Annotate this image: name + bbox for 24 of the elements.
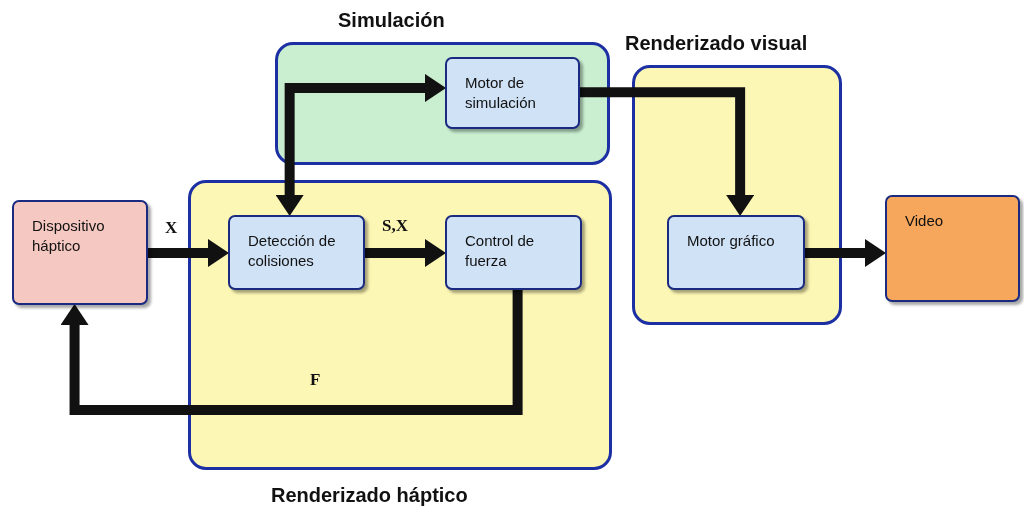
arrow (275, 73, 446, 216)
box-label: Control de fuerza (465, 231, 536, 271)
group-heading: Renderizado visual (625, 32, 808, 55)
arrow (580, 87, 755, 216)
arrow (148, 239, 229, 267)
box-label: Dispositivo háptico (32, 216, 106, 256)
process-box (228, 215, 365, 290)
edge-label: F (310, 370, 321, 390)
process-box (667, 215, 805, 290)
edge-label: X (165, 218, 178, 238)
process-box (885, 195, 1020, 302)
arrow (60, 290, 523, 415)
box-label: Detección de colisiones (248, 231, 337, 271)
arrow (365, 239, 446, 267)
process-box (445, 57, 580, 129)
process-box (12, 200, 148, 305)
box-label: Motor gráfico (687, 231, 776, 251)
process-box (445, 215, 582, 290)
group-heading: Renderizado háptico (271, 484, 468, 507)
arrow (805, 239, 886, 267)
box-label: Video (905, 211, 945, 231)
edge-label: S,X (382, 216, 408, 236)
group-heading: Simulación (338, 9, 445, 32)
box-label: Motor de simulación (465, 73, 537, 113)
